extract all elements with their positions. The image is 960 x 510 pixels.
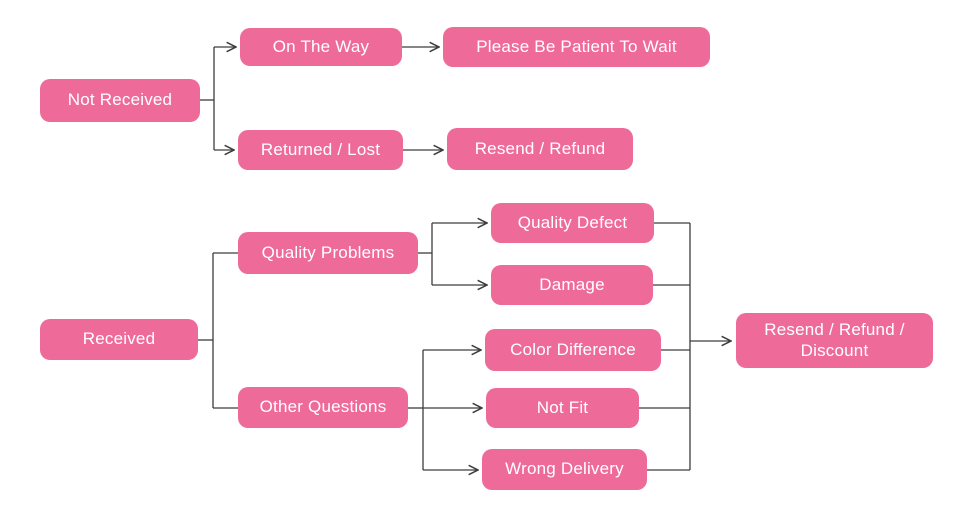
node-not-received: Not Received (40, 79, 200, 122)
node-other-questions: Other Questions (238, 387, 408, 428)
node-on-the-way: On The Way (240, 28, 402, 66)
node-quality-problems: Quality Problems (238, 232, 418, 274)
node-not-fit: Not Fit (486, 388, 639, 428)
node-resend-refund: Resend / Refund (447, 128, 633, 170)
node-damage: Damage (491, 265, 653, 305)
node-wrong-delivery: Wrong Delivery (482, 449, 647, 490)
node-quality-defect: Quality Defect (491, 203, 654, 243)
node-resend-refund-discount: Resend / Refund / Discount (736, 313, 933, 368)
node-color-difference: Color Difference (485, 329, 661, 371)
node-please-be-patient: Please Be Patient To Wait (443, 27, 710, 67)
node-returned-lost: Returned / Lost (238, 130, 403, 170)
node-received: Received (40, 319, 198, 360)
